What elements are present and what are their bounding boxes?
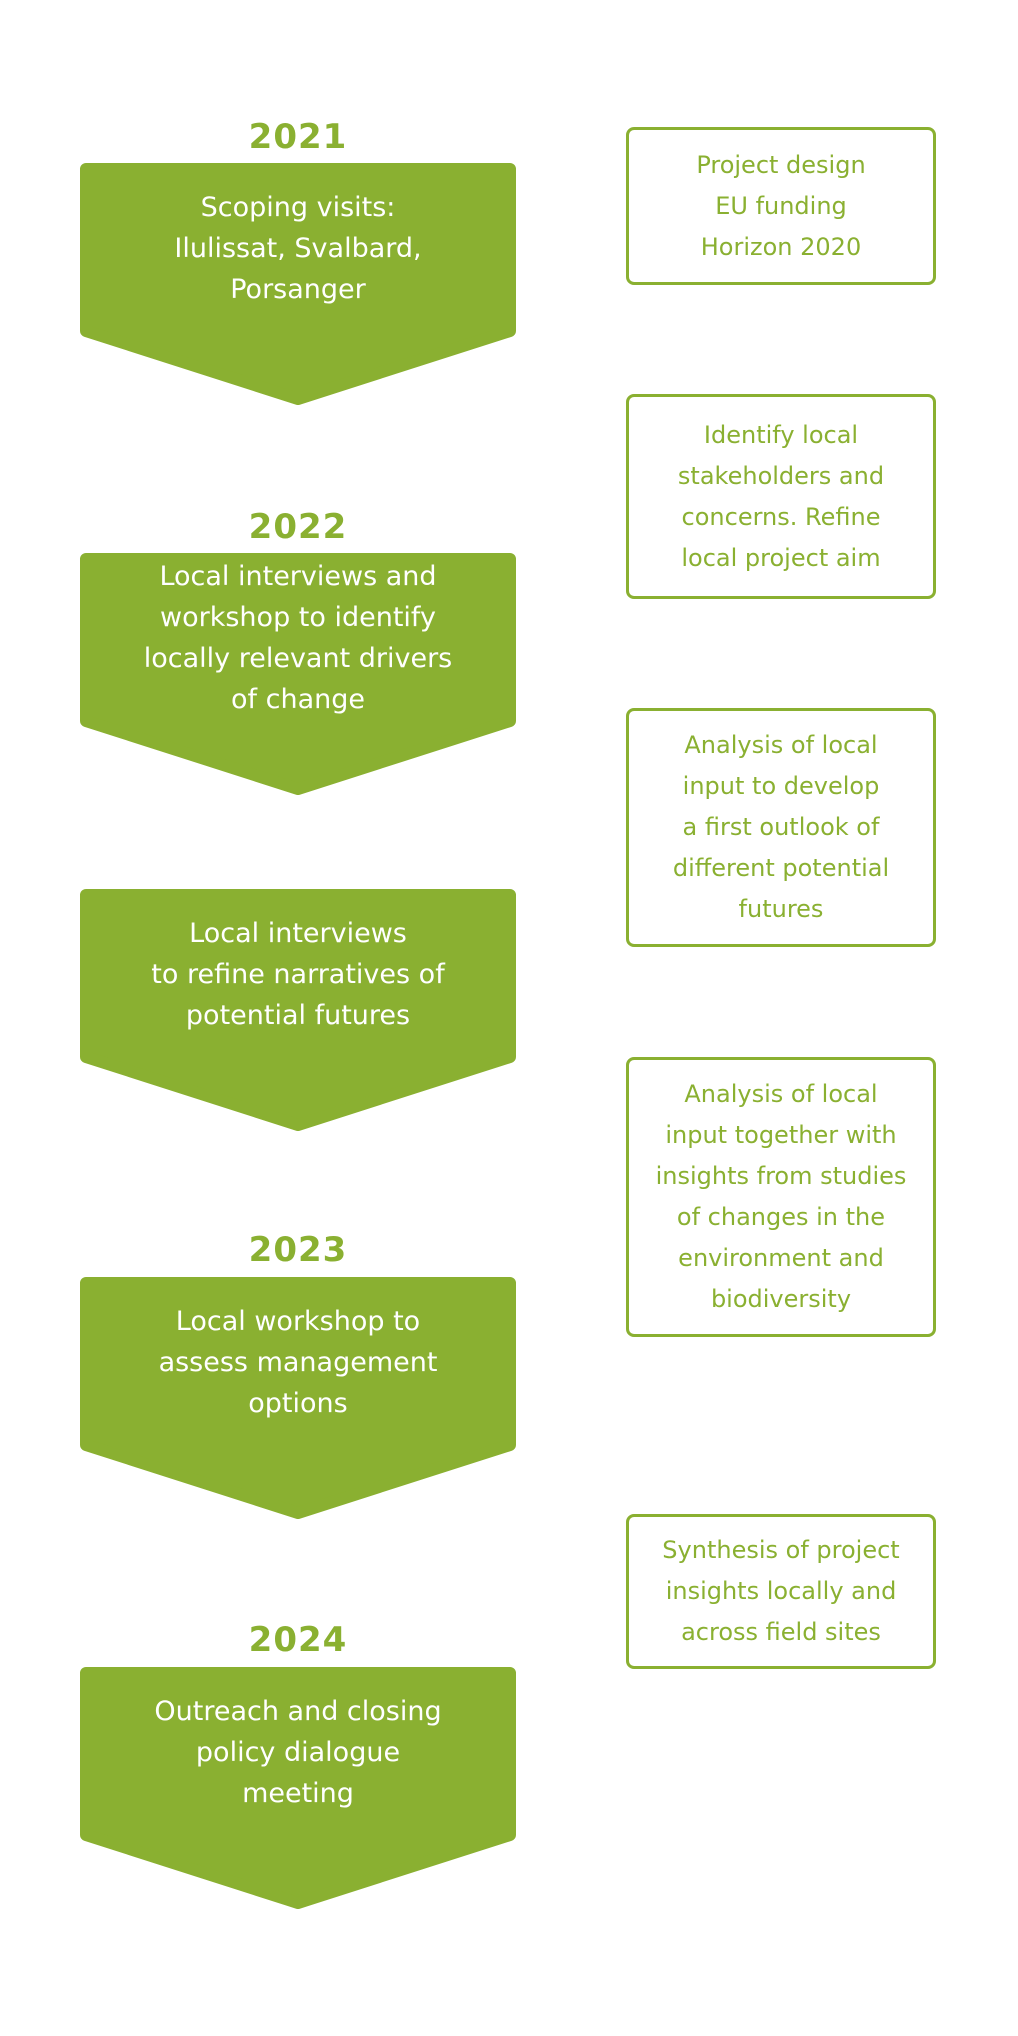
- timeline-step-text: Local interviews and workshop to identif…: [143, 561, 453, 715]
- timeline-step-scoping-visits: Scoping visits: Ilulissat, Svalbard, Por…: [80, 163, 516, 405]
- timeline-step-text: Local interviews to refine narratives of…: [151, 917, 445, 1031]
- note-project-design: Project design EU funding Horizon 2020: [626, 127, 936, 285]
- chevron-arrow-shape: [80, 889, 516, 1131]
- chevron-arrow-shape: [80, 1667, 516, 1909]
- timeline-step-text: Scoping visits: Ilulissat, Svalbard, Por…: [174, 191, 422, 305]
- timeline-step-refine-narratives: Local interviews to refine narratives of…: [80, 889, 516, 1131]
- year-label-2023: 2023: [248, 1230, 348, 1270]
- timeline-step-text: Local workshop to assess management opti…: [158, 1305, 438, 1419]
- chevron-arrow-shape: [80, 163, 516, 405]
- chevron-arrow-shape: [80, 1277, 516, 1519]
- year-label-2022: 2022: [248, 507, 348, 547]
- note-environment-biodiversity-analysis: Analysis of local input together with in…: [626, 1057, 936, 1337]
- note-synthesis-insights: Synthesis of project insights locally an…: [626, 1514, 936, 1669]
- year-label-2021: 2021: [248, 117, 348, 157]
- timeline-step-outreach-policy-dialogue: Outreach and closing policy dialogue mee…: [80, 1667, 516, 1909]
- year-label-2024: 2024: [248, 1620, 348, 1660]
- note-identify-stakeholders: Identify local stakeholders and concerns…: [626, 394, 936, 599]
- timeline-step-text: Outreach and closing policy dialogue mee…: [154, 1695, 442, 1809]
- chevron-arrow-shape: [80, 553, 516, 795]
- note-first-outlook-analysis: Analysis of local input to develop a fir…: [626, 708, 936, 947]
- timeline-step-local-interviews-workshop: Local interviews and workshop to identif…: [80, 553, 516, 795]
- timeline-step-management-options-workshop: Local workshop to assess management opti…: [80, 1277, 516, 1519]
